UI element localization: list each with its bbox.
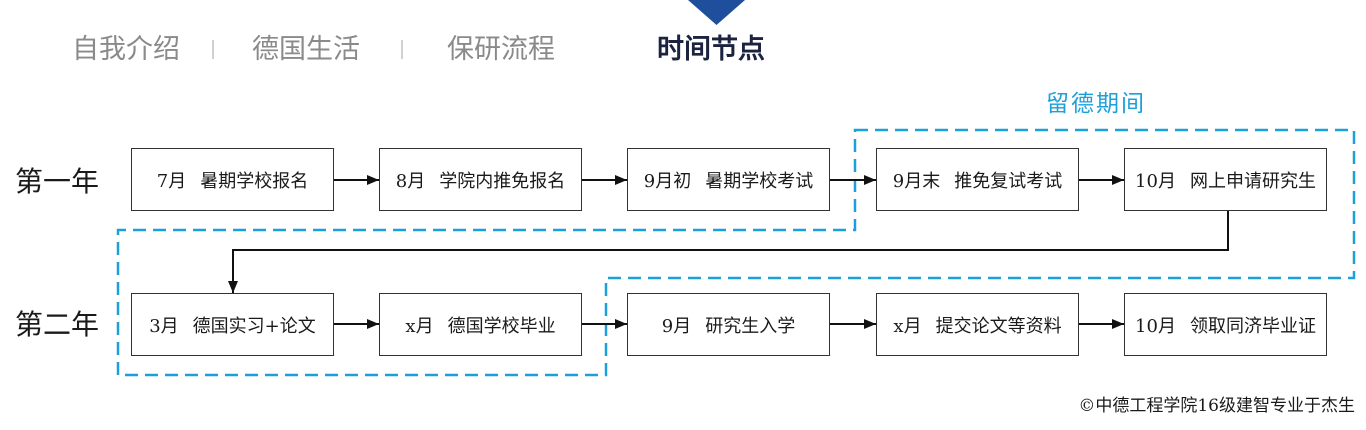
step-month: 10月 (1135, 315, 1176, 337)
step-month: 7月 (156, 170, 187, 192)
tab-separator (401, 40, 403, 59)
step-task: 学院内推免报名 (439, 170, 566, 192)
step-task: 提交论文等资料 (935, 315, 1062, 337)
row-label-year-2: 第二年 (15, 308, 100, 341)
copyright-notice: ©中德工程学院16级建智专业于杰生 (1078, 396, 1355, 416)
step-task: 德国实习+论文 (192, 315, 316, 337)
step-germany-internship-thesis: 3月 德国实习+论文 (131, 293, 334, 356)
step-college-recommendation-registration: 8月 学院内推免报名 (379, 148, 582, 211)
step-task: 网上申请研究生 (1189, 170, 1316, 192)
tab-timeline[interactable]: 时间节点 (657, 34, 765, 65)
step-collect-tongji-diploma: 10月 领取同济毕业证 (1124, 293, 1327, 356)
step-task: 暑期学校考试 (705, 170, 814, 192)
stay-in-germany-region-outline (116, 128, 1356, 377)
step-month: 9月末 (892, 170, 941, 192)
step-summer-school-exam: 9月初 暑期学校考试 (627, 148, 830, 211)
step-online-graduate-application: 10月 网上申请研究生 (1124, 148, 1327, 211)
step-task: 推免复试考试 (954, 170, 1063, 192)
tab-recommendation-process[interactable]: 保研流程 (447, 34, 555, 65)
step-task: 研究生入学 (705, 315, 796, 337)
step-task: 暑期学校报名 (200, 170, 309, 192)
row-wrap-connector (228, 211, 1229, 293)
tab-separator (212, 40, 214, 59)
step-month: 10月 (1135, 170, 1176, 192)
step-month: 9月 (661, 315, 692, 337)
tab-self-introduction[interactable]: 自我介绍 (72, 34, 180, 65)
step-month: 9月初 (643, 170, 692, 192)
step-recommendation-reexam: 9月末 推免复试考试 (876, 148, 1079, 211)
stay-in-germany-label: 留德期间 (1046, 91, 1146, 117)
step-task: 德国学校毕业 (447, 315, 556, 337)
step-submit-thesis-documents: x月 提交论文等资料 (876, 293, 1079, 356)
step-month: 3月 (149, 315, 179, 337)
step-task: 领取同济毕业证 (1189, 315, 1316, 337)
row-label-year-1: 第一年 (15, 165, 100, 198)
tab-life-in-germany[interactable]: 德国生活 (252, 34, 360, 65)
step-germany-graduation: x月 德国学校毕业 (379, 293, 582, 356)
step-month: x月 (405, 315, 434, 337)
step-summer-school-registration: 7月 暑期学校报名 (131, 148, 334, 211)
step-month: x月 (893, 315, 922, 337)
step-month: 8月 (395, 170, 426, 192)
step-graduate-enrollment: 9月 研究生入学 (627, 293, 830, 356)
